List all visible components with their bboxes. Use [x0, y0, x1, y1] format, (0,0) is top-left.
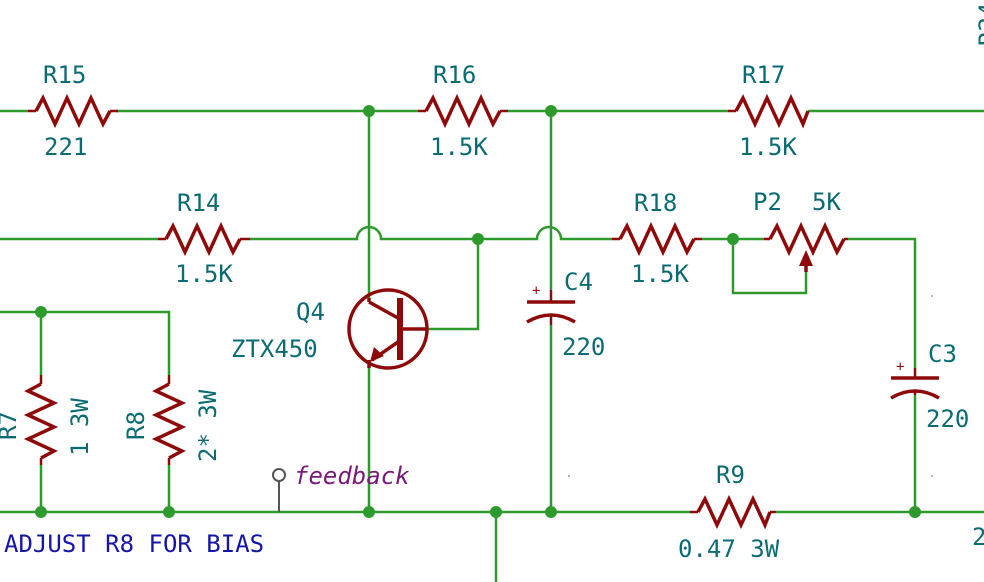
r18-ref: R18 [634, 189, 677, 217]
resistor-r18[interactable] [612, 221, 702, 257]
resistor-r9[interactable] [690, 494, 776, 530]
wire-p2-right-c3 [848, 237, 917, 368]
wire-p2-wiper-loop [731, 239, 808, 295]
r17-ref: R17 [742, 61, 785, 89]
c3-value: 220 [926, 405, 969, 433]
q4-ref: Q4 [296, 298, 325, 326]
resistor-r8[interactable] [151, 375, 187, 465]
r9-ref: R9 [716, 461, 745, 489]
c3-polarity-plus: + [896, 359, 904, 375]
net-label-feedback[interactable]: feedback [272, 462, 410, 512]
resistor-r7[interactable] [23, 375, 59, 465]
c3-ref: C3 [928, 340, 957, 368]
p2-ref: P2 [753, 188, 782, 216]
r18-value: 1.5K [631, 260, 689, 288]
q4-value: ZTX450 [231, 335, 318, 363]
r16-ref: R16 [433, 61, 476, 89]
r15-value: 221 [44, 133, 87, 161]
r14-ref: R14 [177, 189, 220, 217]
resistor-r17[interactable] [728, 93, 810, 129]
grid-marks [568, 295, 933, 477]
p2-value: 5K [812, 188, 841, 216]
feedback-label: feedback [294, 462, 410, 490]
r15-ref: R15 [43, 61, 86, 89]
emitter-arrow-icon [370, 347, 384, 362]
wire-q4-base [428, 239, 480, 331]
r24-ref-partial: R24 [974, 3, 984, 46]
r7-value: 1 3W [66, 398, 94, 456]
r7-ref: R7 [0, 411, 22, 440]
wire-mid-r14-c4 [250, 225, 612, 241]
c4-polarity-plus: + [532, 283, 540, 299]
c4-ref: C4 [564, 268, 593, 296]
r9-value: 0.47 3W [678, 535, 780, 563]
junctions [35, 105, 921, 518]
resistor-r15[interactable] [28, 93, 118, 129]
r8-value: 2* 3W [194, 389, 222, 462]
r17-value: 1.5K [739, 133, 797, 161]
wires [0, 109, 984, 582]
labels: R15 221 R16 1.5K R17 1.5K R14 1.5K R18 1… [0, 3, 984, 563]
bias-note: ADJUST R8 FOR BIAS [4, 530, 264, 558]
r16-value: 1.5K [430, 133, 488, 161]
capacitor-c4[interactable]: + [526, 283, 576, 325]
resistor-r14[interactable] [158, 221, 250, 257]
right-bottom-partial: 2 [972, 523, 984, 551]
resistor-r16[interactable] [418, 93, 508, 129]
potentiometer-p2[interactable] [764, 221, 848, 272]
r14-value: 1.5K [175, 260, 233, 288]
c4-value: 220 [562, 333, 605, 361]
wire-r7-r8-top [0, 310, 171, 375]
r8-ref: R8 [122, 411, 150, 440]
transistor-q4[interactable] [347, 288, 429, 370]
capacitor-c3[interactable]: + [890, 359, 940, 400]
